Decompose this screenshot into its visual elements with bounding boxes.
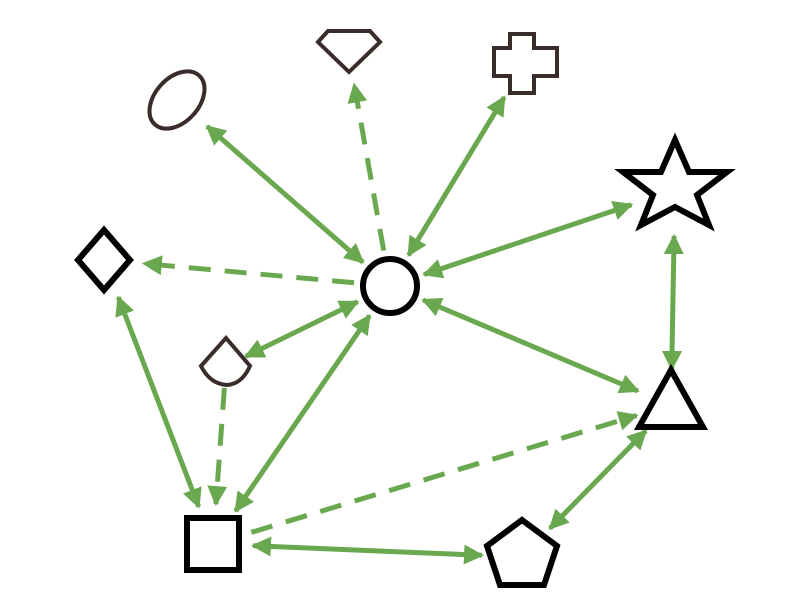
edge-circle-gem (347, 82, 387, 252)
drop-icon (198, 334, 253, 388)
diamond-icon (74, 225, 134, 295)
edges-layer (115, 82, 684, 565)
node-star[interactable] (614, 132, 736, 232)
edge-circle-oval (205, 124, 365, 265)
triangle-icon (633, 363, 709, 430)
edge-triangle-pentagon (548, 428, 648, 531)
cross-icon (492, 32, 559, 95)
node-triangle[interactable] (633, 363, 709, 430)
edge-diamond-square (115, 295, 202, 509)
node-oval[interactable] (139, 61, 216, 139)
node-gem[interactable] (315, 29, 383, 75)
edge-drop-square (207, 387, 228, 507)
pentagon-icon (483, 516, 561, 588)
edge-circle-drop (244, 299, 360, 359)
nodes-layer (74, 29, 736, 588)
edge-square-triangle (250, 411, 639, 535)
circle-icon (360, 256, 420, 316)
edge-circle-star (422, 200, 634, 279)
edge-circle-diamond (141, 255, 355, 286)
star-icon (614, 132, 736, 232)
gem-icon (315, 29, 383, 75)
oval-icon (147, 69, 207, 131)
node-square[interactable] (184, 515, 242, 573)
square-icon (184, 515, 242, 573)
edge-circle-square (233, 314, 372, 513)
node-pentagon[interactable] (483, 516, 561, 588)
node-circle[interactable] (360, 256, 420, 316)
edge-square-pentagon (251, 536, 484, 565)
node-cross[interactable] (492, 32, 559, 95)
node-drop[interactable] (198, 334, 253, 388)
edge-circle-triangle (421, 297, 640, 394)
edge-circle-cross (406, 95, 507, 257)
edge-star-triangle (662, 234, 684, 371)
node-diamond[interactable] (74, 225, 134, 295)
